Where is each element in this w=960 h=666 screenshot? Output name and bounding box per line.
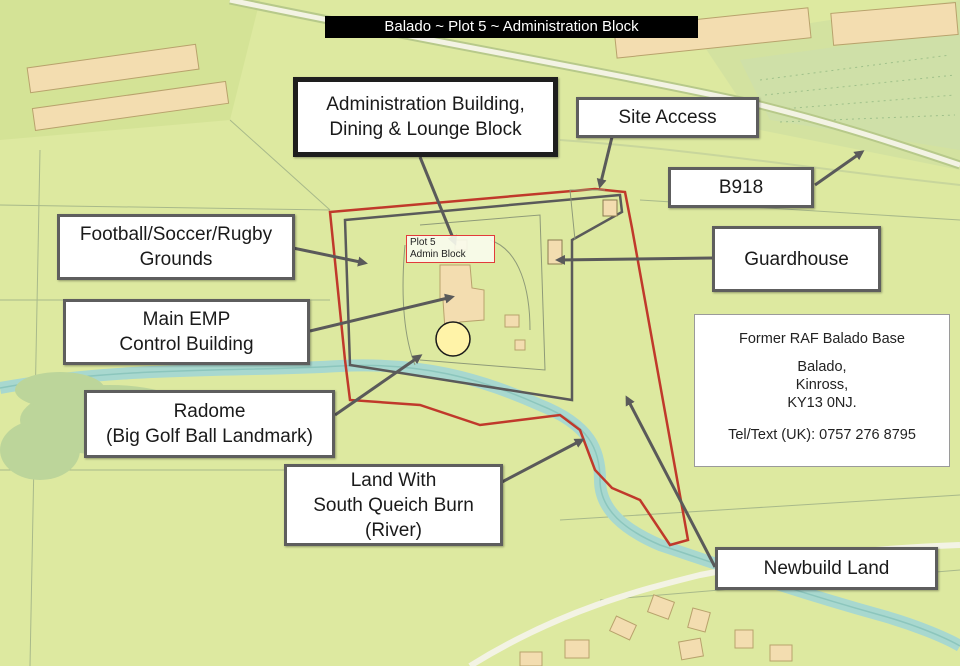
small-building [514,339,526,351]
plot-5-label: Plot 5 Admin Block [406,235,495,263]
woodland-dots [759,54,956,123]
site-boundary [328,187,690,547]
road-b918 [559,139,960,186]
callout-text: South Queich Burn [313,494,474,516]
callout-arrows [292,136,865,568]
callout-text: (River) [365,519,422,541]
village-buildings [519,594,793,666]
callout-text: Site Access [618,107,717,128]
callout-text: Grounds [139,249,213,270]
woodland [740,30,960,150]
callout-text: Administration Building, [326,94,525,115]
callout-newbuild-land: Newbuild Land [715,547,938,590]
callout-emp-control: Main EMP Control Building [63,299,310,365]
farm-buildings [26,2,959,131]
gatehouse-building [602,199,618,217]
plot-label-line: Admin Block [410,249,466,260]
compound-boundary [343,193,624,402]
river-edge [0,364,960,647]
small-building [504,314,520,328]
callout-river-land: Land With South Queich Burn (River) [284,464,503,546]
callout-site-access: Site Access [576,97,759,138]
callout-text: Dining & Lounge Block [329,119,522,140]
callout-text: Control Building [119,334,254,355]
callout-radome: Radome (Big Golf Ball Landmark) [84,390,335,458]
callout-guardhouse: Guardhouse [712,226,881,292]
callout-text: (Big Golf Ball Landmark) [106,426,313,447]
info-address-line: Kinross, [795,377,849,393]
callout-text: Radome [173,401,246,422]
info-spacer [695,348,949,358]
info-spacer [695,412,949,426]
contact-info-box: Former RAF Balado Base Balado, Kinross, … [694,314,950,467]
callout-text: Land With [350,469,437,491]
radome [435,321,471,357]
info-heading: Former RAF Balado Base [738,331,905,347]
callout-text: Football/Soccer/Rugby [79,224,273,245]
info-address-line: Balado, [797,359,847,375]
map-title: Balado ~ Plot 5 ~ Administration Block [325,16,698,38]
callout-text: Main EMP [142,309,231,330]
callout-b918: B918 [668,167,814,208]
callout-text: B918 [718,177,764,198]
info-phone: Tel/Text (UK): 0757 276 8795 [728,427,916,443]
callout-text: Newbuild Land [763,558,890,579]
plot-label-line: Plot 5 [410,237,436,248]
callout-sports-grounds: Football/Soccer/Rugby Grounds [57,214,295,280]
callout-admin-building: Administration Building, Dining & Lounge… [293,77,558,157]
callout-text: Guardhouse [744,248,849,270]
info-postcode: KY13 0NJ. [787,395,857,411]
